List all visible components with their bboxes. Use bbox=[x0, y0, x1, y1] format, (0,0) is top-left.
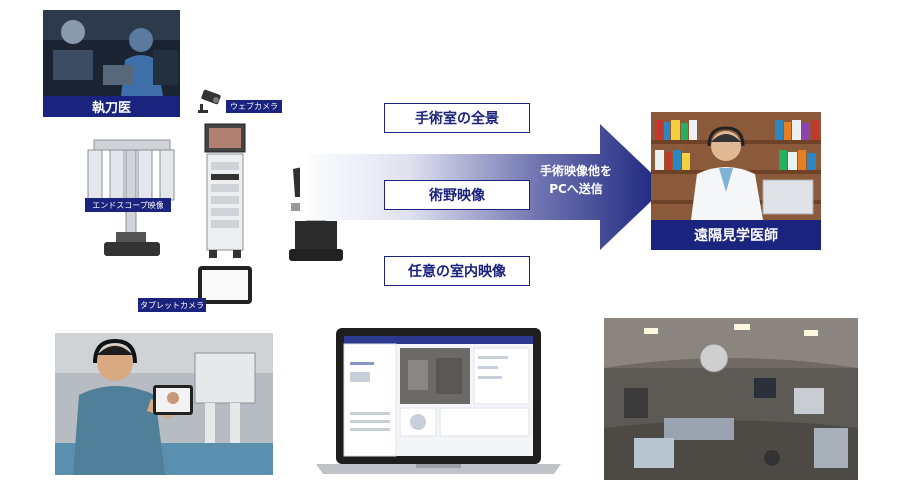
remote-doctor-photo bbox=[651, 112, 821, 220]
webcam-icon bbox=[196, 88, 226, 114]
tablet-camera-tag: タブレットカメラ bbox=[138, 298, 206, 312]
remote-doctor-label: 遠隔見学医師 bbox=[651, 220, 821, 250]
webcam-tag: ウェブカメラ bbox=[226, 100, 282, 113]
stream-overview-label: 手術室の全景 bbox=[384, 103, 530, 133]
endoscope-tag: エンドスコープ映像 bbox=[85, 198, 171, 212]
tablet-user-photo bbox=[55, 333, 273, 475]
surgeon-photo bbox=[43, 10, 180, 96]
stream-field-label: 術野映像 bbox=[384, 180, 530, 210]
stream-room-label: 任意の室内映像 bbox=[384, 256, 530, 286]
arrow-caption-line1: 手術映像他を bbox=[539, 164, 612, 178]
operating-room-photo bbox=[604, 318, 858, 480]
patient-cart-illustration bbox=[82, 132, 182, 262]
tablet-illustration bbox=[197, 265, 253, 305]
laptop-illustration bbox=[316, 328, 561, 476]
arrow-caption-line2: PCへ送信 bbox=[549, 182, 603, 196]
surgeon-label: 執刀医 bbox=[43, 96, 180, 117]
arrow-caption: 手術映像他を PCへ送信 bbox=[526, 162, 626, 198]
vision-cart-illustration bbox=[203, 122, 247, 262]
